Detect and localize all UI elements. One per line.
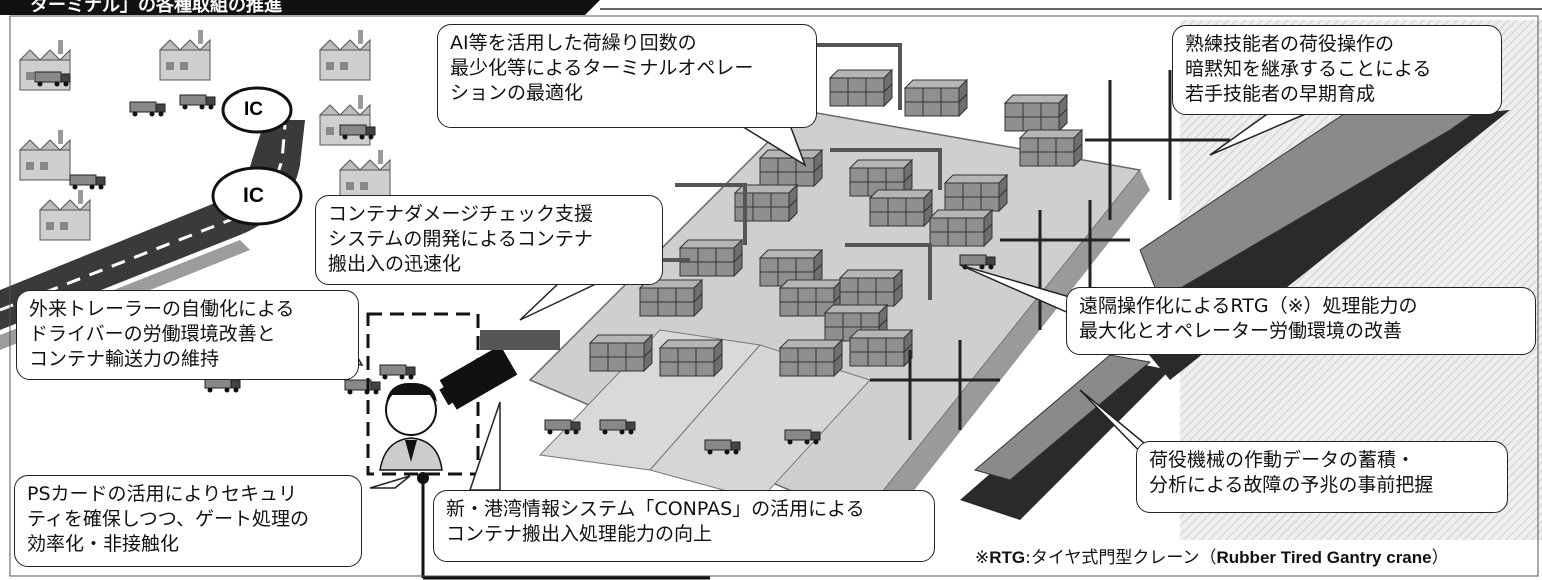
callout-line: AI等を活用した荷繰り回数の — [450, 32, 697, 54]
footnote-sep: :タイヤ式門型クレーン（ — [1025, 548, 1217, 568]
footnote-english: Rubber Tired Gantry crane — [1216, 548, 1432, 567]
callout-line: ティを確保しつつ、ゲート処理の — [27, 508, 309, 530]
header-tab-shape — [0, 0, 600, 15]
page-title: ターミナル」の各種取組の推進 — [30, 0, 282, 16]
callout-line: コンテナ搬出入処理能力の向上 — [446, 523, 713, 545]
footnote-prefix: ※ — [975, 548, 990, 568]
callout-trailer-automation: 外来トレーラーの自働化による ドライバーの労働環境改善と コンテナ輸送力の維持 — [16, 290, 359, 380]
callout-line: PSカードの活用によりセキュリ — [27, 483, 298, 505]
callout-line: コンテナダメージチェック支援 — [328, 203, 594, 225]
ic-label-2: IC — [243, 184, 264, 207]
callout-line: 荷役機械の作動データの蓄積・ — [1149, 449, 1416, 471]
callout-line: 熟練技能者の荷役操作の — [1185, 33, 1395, 55]
callout-line: 新・港湾情報システム「CONPAS」の活用による — [446, 498, 865, 520]
callout-line: 最大化とオペレーター労働環境の改善 — [1079, 320, 1403, 342]
callout-skill-transfer: 熟練技能者の荷役操作の 暗黙知を継承することによる 若手技能者の早期育成 — [1172, 25, 1502, 115]
callout-line: コンテナ輸送力の維持 — [29, 348, 220, 370]
callout-remote-rtg: 遠隔操作化によるRTG（※）処理能力の 最大化とオペレーター労働環境の改善 — [1066, 287, 1536, 355]
callout-line: 効率化・非接触化 — [27, 533, 180, 555]
ic-label-1: IC — [244, 99, 263, 120]
footnote-suffix: ） — [1431, 548, 1449, 568]
callout-conpas: 新・港湾情報システム「CONPAS」の活用による コンテナ搬出入処理能力の向上 — [433, 490, 935, 562]
callout-line: 最少化等によるターミナルオペレー — [450, 57, 754, 79]
callout-line: ションの最適化 — [450, 82, 584, 104]
callout-damage-check: コンテナダメージチェック支援 システムの開発によるコンテナ 搬出入の迅速化 — [315, 195, 663, 285]
callout-line: 若手技能者の早期育成 — [1185, 83, 1376, 105]
callout-line: 暗黙知を継承することによる — [1185, 58, 1432, 80]
rtg-footnote: ※RTG:タイヤ式門型クレーン（Rubber Tired Gantry cran… — [975, 543, 1449, 568]
callout-ai-terminal-operation: AI等を活用した荷繰り回数の 最少化等によるターミナルオペレー ションの最適化 — [437, 24, 817, 128]
callout-line: 搬出入の迅速化 — [328, 253, 462, 275]
callout-line: 分析による故障の予兆の事前把握 — [1149, 474, 1434, 496]
callout-line: 外来トレーラーの自働化による — [29, 298, 295, 320]
footnote-term: RTG — [989, 548, 1026, 567]
callout-ps-card: PSカードの活用によりセキュリ ティを確保しつつ、ゲート処理の 効率化・非接触化 — [14, 475, 362, 567]
callout-line: ドライバーの労働環境改善と — [29, 323, 276, 345]
callout-failure-prediction: 荷役機械の作動データの蓄積・ 分析による故障の予兆の事前把握 — [1136, 441, 1508, 513]
header-tab: ターミナル」の各種取組の推進 — [0, 0, 610, 16]
callout-line: 遠隔操作化によるRTG（※）処理能力の — [1079, 295, 1418, 317]
callout-line: システムの開発によるコンテナ — [328, 228, 593, 250]
